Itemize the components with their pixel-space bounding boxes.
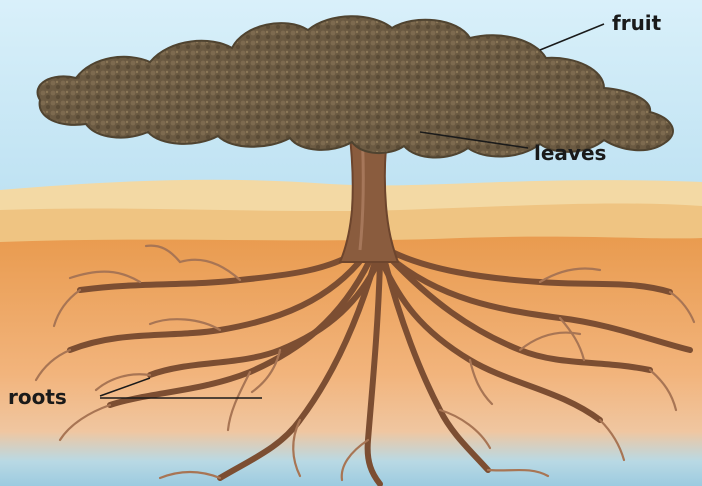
leaves-label: leaves xyxy=(534,141,606,165)
roots-label: roots xyxy=(8,385,67,409)
fruit-label: fruit xyxy=(612,11,662,35)
